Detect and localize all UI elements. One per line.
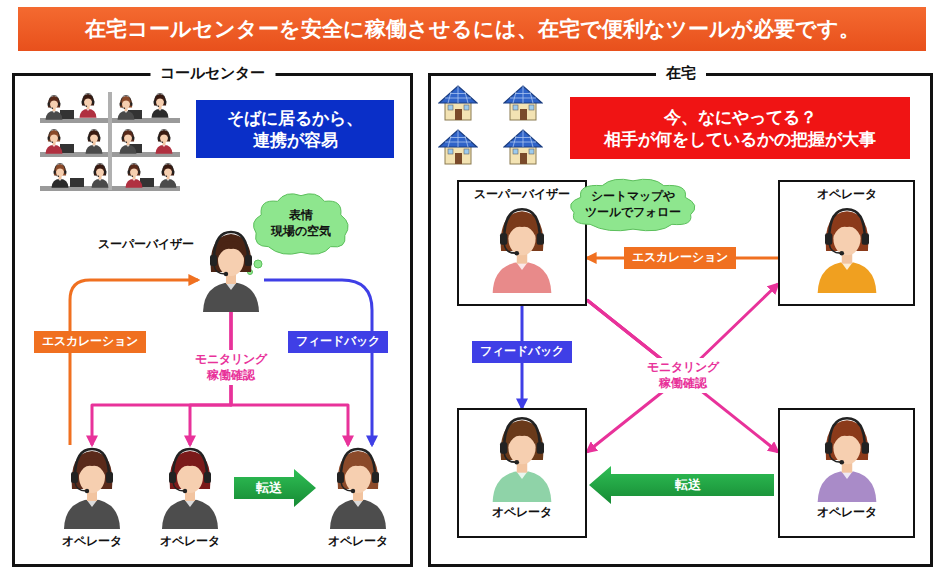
message-box: そばに居るから、 連携が容易	[196, 100, 394, 158]
illustration-part	[92, 163, 109, 187]
person-figure	[198, 228, 264, 312]
role-label: オペレータ	[328, 533, 388, 550]
supervisor-box: スーパーバイザー	[457, 180, 587, 306]
message-text: そばに居るから、 連携が容易	[204, 107, 386, 151]
illustration-part	[156, 129, 173, 153]
illustration-part	[254, 260, 262, 268]
person-shape	[493, 418, 552, 502]
illustration-part	[439, 86, 477, 120]
message-text: 今、なにやってる？ 相手が何をしているかの把握が大事	[578, 106, 902, 150]
role-label: オペレータ	[817, 186, 877, 203]
edge-label: エスカレーション	[34, 331, 146, 353]
person-figure	[812, 205, 882, 293]
illustration-part	[160, 163, 177, 187]
illustration-part	[86, 129, 103, 153]
illustration-part	[152, 93, 169, 117]
person-figure	[487, 414, 557, 502]
illustration-part	[120, 129, 137, 153]
edge-label: モニタリング 稼働確認	[185, 350, 277, 385]
panel-heading: コールセンター	[150, 64, 275, 83]
panel-heading: 在宅	[656, 64, 706, 83]
operator-figure: オペレータ	[318, 445, 398, 549]
role-label: スーパーバイザー	[474, 186, 570, 203]
transfer-arrow	[234, 469, 316, 507]
connector-line	[70, 280, 198, 445]
thought-cloud: シートマップや ツールでフォロー	[566, 176, 700, 234]
person-figure	[325, 445, 391, 529]
illustration-part	[46, 95, 63, 119]
title-text: 在宅コールセンターを安全に稼働させるには、在宅で便利なツールが必要です。	[85, 15, 860, 43]
person-figure	[157, 445, 223, 529]
person-shape	[493, 209, 552, 293]
transfer-arrow	[589, 466, 774, 504]
supervisor-figure: スーパーバイザー	[198, 228, 264, 312]
person-shape	[64, 449, 120, 529]
illustration-part	[504, 86, 542, 120]
edge-label: エスカレーション	[624, 247, 736, 269]
thought-cloud: 表情 現場の空気	[250, 190, 352, 258]
illustration-part	[70, 178, 84, 187]
person-shape	[330, 449, 386, 529]
message-box: 今、なにやってる？ 相手が何をしているかの把握が大事	[570, 97, 910, 159]
edge-label: 転送	[256, 480, 282, 497]
illustration-part	[118, 95, 135, 119]
operator-box: オペレータ	[778, 408, 915, 538]
title-bar: 在宅コールセンターを安全に稼働させるには、在宅で便利なツールが必要です。	[18, 7, 926, 51]
illustration-part	[52, 163, 69, 187]
illustration-part	[439, 130, 477, 164]
person-figure	[59, 445, 125, 529]
illustration-part	[80, 93, 97, 117]
role-label: オペレータ	[62, 533, 122, 550]
edge-label: モニタリング 稼働確認	[637, 358, 729, 393]
call-center-crowd	[40, 92, 180, 191]
connector-line	[264, 280, 372, 445]
connector-line	[587, 300, 778, 452]
person-shape	[203, 232, 259, 312]
operator-figure: オペレータ	[52, 445, 132, 549]
person-shape	[817, 418, 876, 502]
person-shape	[162, 449, 218, 529]
role-label: オペレータ	[160, 533, 220, 550]
illustration-part	[46, 129, 63, 153]
cloud-outline	[253, 194, 348, 254]
cloud-outline	[571, 179, 695, 231]
operator-box: オペレータ	[457, 408, 587, 538]
home-icons	[439, 86, 542, 164]
operator-figure: オペレータ	[150, 445, 230, 549]
person-figure	[487, 205, 557, 293]
role-label: スーパーバイザー	[98, 236, 194, 253]
cloud-text: 表情 現場の空気	[261, 208, 341, 239]
edge-label: フィードバック	[472, 341, 572, 363]
role-label: オペレータ	[492, 504, 552, 521]
role-label: オペレータ	[817, 504, 877, 521]
illustration-part	[108, 92, 112, 190]
illustration-part	[504, 130, 542, 164]
region-panel: コールセンターそばに居るから、 連携が容易表情 現場の空気スーパーバイザーオペレ…	[12, 73, 413, 567]
edge-label: フィードバック	[288, 331, 388, 353]
illustration-part	[126, 163, 143, 187]
operator-box: オペレータ	[778, 180, 915, 306]
cloud-text: シートマップや ツールでフォロー	[577, 189, 689, 220]
person-shape	[817, 209, 876, 293]
person-figure	[812, 414, 882, 502]
region-panel: 在宅今、なにやってる？ 相手が何をしているかの把握が大事スーパーバイザーシートマ…	[428, 73, 933, 567]
edge-label: 転送	[675, 477, 701, 494]
